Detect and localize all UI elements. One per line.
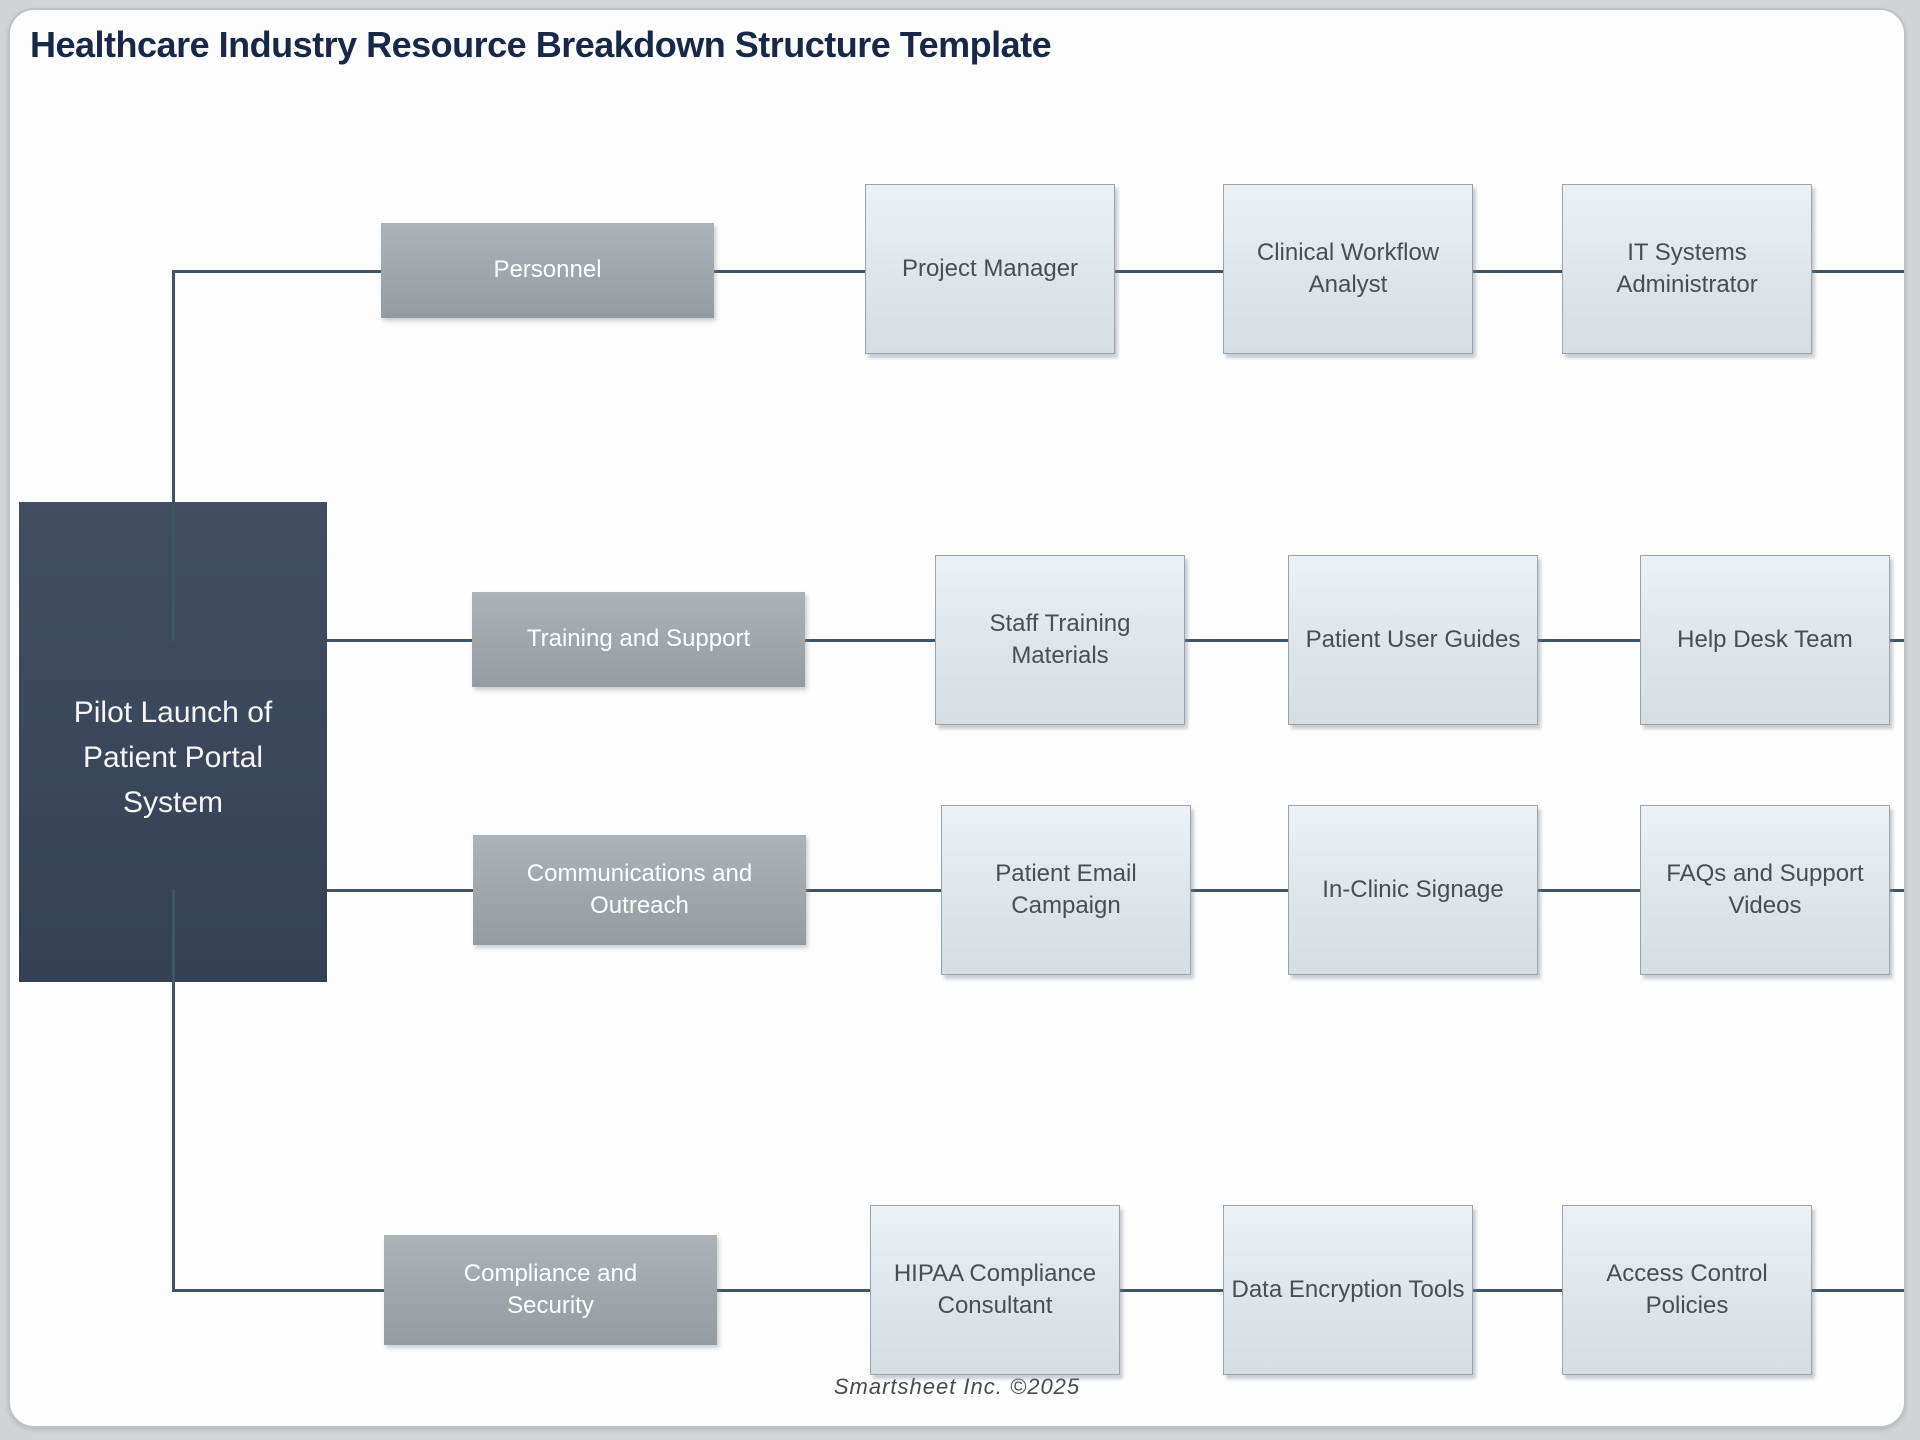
category-node-training-and-support: Training and Support <box>472 592 805 687</box>
child-node-hipaa-compliance-consultant: HIPAA Compliance Consultant <box>870 1205 1120 1375</box>
page-title: Healthcare Industry Resource Breakdown S… <box>30 24 1052 65</box>
child-label: Staff Training Materials <box>989 609 1131 669</box>
connector-row4-a <box>717 1289 870 1292</box>
child-node-project-manager: Project Manager <box>865 184 1115 354</box>
child-node-it-systems-administrator: IT Systems Administrator <box>1562 184 1812 354</box>
child-label: In-Clinic Signage <box>1322 875 1504 903</box>
child-label: Clinical Workflow Analyst <box>1256 238 1440 298</box>
child-label: HIPAA Compliance Consultant <box>893 1259 1097 1319</box>
footer-copyright: Smartsheet Inc. ©2025 <box>833 1374 1081 1399</box>
connector-trunk-lower <box>172 889 175 1292</box>
child-label: Project Manager <box>901 254 1079 282</box>
category-node-personnel: Personnel <box>381 223 714 318</box>
category-node-communications-and-outreach: Communications and Outreach <box>473 835 806 945</box>
child-label: Patient User Guides <box>1305 625 1521 653</box>
child-node-faqs-and-support-videos: FAQs and Support Videos <box>1640 805 1890 975</box>
connector-row4-edge <box>1812 1289 1904 1292</box>
child-label: Access Control Policies <box>1606 1259 1768 1319</box>
category-label: Training and Support <box>526 625 751 653</box>
child-label: FAQs and Support Videos <box>1666 859 1864 919</box>
child-node-staff-training-materials: Staff Training Materials <box>935 555 1185 725</box>
connector-row3-b <box>1191 889 1288 892</box>
child-label: Patient Email Campaign <box>995 859 1137 919</box>
connector-row3-a <box>806 889 941 892</box>
connector-trunk-upper <box>172 270 175 641</box>
connector-compliance <box>172 1289 384 1292</box>
connector-personnel <box>172 270 381 273</box>
child-label: Help Desk Team <box>1677 625 1853 653</box>
connector-row2-b <box>1185 639 1288 642</box>
root-node-label: Pilot Launch of Patient Portal System <box>73 695 273 819</box>
category-label: Communications and Outreach <box>526 859 753 919</box>
child-node-help-desk-team: Help Desk Team <box>1640 555 1890 725</box>
connector-row4-b <box>1120 1289 1223 1292</box>
connector-row3-edge <box>1890 889 1904 892</box>
child-node-patient-email-campaign: Patient Email Campaign <box>941 805 1191 975</box>
child-node-access-control-policies: Access Control Policies <box>1562 1205 1812 1375</box>
connector-row4-c <box>1473 1289 1562 1292</box>
connector-row3-c <box>1538 889 1640 892</box>
connector-row1-edge <box>1812 270 1904 273</box>
connector-training <box>327 639 472 642</box>
connector-communications <box>327 889 473 892</box>
category-label: Personnel <box>493 256 602 284</box>
connector-row1-b <box>1115 270 1223 273</box>
child-node-patient-user-guides: Patient User Guides <box>1288 555 1538 725</box>
child-label: IT Systems Administrator <box>1616 238 1758 298</box>
child-label: Data Encryption Tools <box>1231 1275 1465 1303</box>
connector-row2-a <box>805 639 935 642</box>
connector-row2-c <box>1538 639 1640 642</box>
category-label: Compliance and Security <box>463 1259 638 1319</box>
connector-row1-a <box>714 270 865 273</box>
category-node-compliance-and-security: Compliance and Security <box>384 1235 717 1345</box>
child-node-data-encryption-tools: Data Encryption Tools <box>1223 1205 1473 1375</box>
connector-row1-c <box>1473 270 1562 273</box>
child-node-in-clinic-signage: In-Clinic Signage <box>1288 805 1538 975</box>
connector-row2-edge <box>1890 639 1904 642</box>
page-canvas: Healthcare Industry Resource Breakdown S… <box>8 8 1906 1428</box>
child-node-clinical-workflow-analyst: Clinical Workflow Analyst <box>1223 184 1473 354</box>
